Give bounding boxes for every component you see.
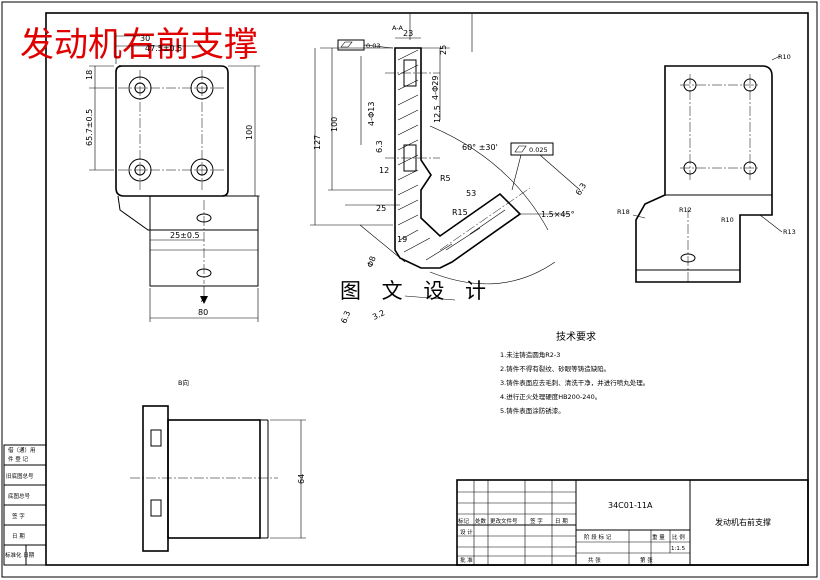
s-dim-6-3: 6.3 (375, 140, 384, 153)
view-b-label: B向 (178, 378, 189, 387)
dim-25: 25±0.5 (170, 231, 200, 240)
s-dim-12-5: 12.5 (433, 105, 442, 123)
red-title: 发动机右前支撑 (20, 25, 258, 65)
s-dim-r5: R5 (440, 174, 451, 183)
side-view (632, 55, 783, 283)
s-dim-4-29: 4-Φ29 (431, 76, 440, 100)
s-dim-phi8: Φ8 (365, 255, 377, 269)
s-dim-127: 127 (313, 135, 322, 150)
side-sign: 签 字 (12, 512, 25, 520)
side-std: 标准化 日期 (5, 551, 35, 559)
side-r12: R12 (679, 206, 692, 214)
left-sidebar (3, 444, 47, 566)
tb-date: 日 期 (555, 518, 568, 525)
title-block (456, 479, 809, 566)
req-2: 2.铸件不得有裂纹、砂眼等铸造缺陷。 (500, 364, 610, 373)
tb-scale-val: 1:1.5 (671, 546, 686, 552)
inner-frame (45, 12, 809, 566)
technical-requirements: 技术要求 1.未注铸造圆角R2-3 2.铸件不得有裂纹、砂眼等铸造缺陷。 3.铸… (500, 330, 649, 415)
tb-mark: 标记 (458, 517, 470, 525)
tb-scale: 比 例 (672, 533, 685, 541)
req-4: 4.进行正火处理硬度HB200-240。 (500, 392, 601, 401)
dim-65-7: 65.7±0.5 (85, 109, 94, 146)
req-1: 1.未注铸造圆角R2-3 (500, 350, 560, 359)
side-dengji: 件 登 记 (8, 455, 28, 463)
b-dim-64: 64 (297, 474, 306, 484)
tb-sheet: 第 张 (640, 556, 653, 564)
s-dim-19: 19 (397, 235, 407, 244)
req-5: 5.铸件表面涂防锈漆。 (500, 406, 565, 415)
s-dim-53: 53 (466, 189, 476, 198)
dim-47-5: 47.5±0.5 (145, 44, 182, 53)
dim-80: 80 (198, 308, 208, 317)
section-label: A-A (392, 24, 404, 32)
s-dim-60deg: 60° ±30' (462, 143, 498, 152)
s-dim-25b: 25 (376, 204, 386, 213)
side-old-no: 旧底图总号 (6, 472, 34, 480)
dim-30: 30 (140, 34, 150, 43)
s-dim-6-3b: 6.3 (574, 181, 588, 197)
side-r10b: R10 (721, 216, 734, 224)
drawing-number: 34C01-11A (608, 501, 653, 510)
mounting-holes (128, 76, 214, 182)
tb-sign: 签 字 (530, 517, 543, 525)
tb-count: 处数 (475, 517, 487, 525)
s-dim-23: 23 (403, 29, 413, 38)
side-r13: R13 (783, 228, 796, 236)
requirements-title: 技术要求 (556, 330, 596, 343)
section-view: A-A (310, 14, 581, 301)
s-dim-100: 100 (330, 117, 339, 132)
front-view (89, 33, 260, 322)
s-dim-6-3c: 6.3 (339, 310, 352, 325)
tb-weight: 重 量 (652, 533, 665, 541)
side-r18: R18 (617, 208, 630, 216)
tb-approve: 批 准 (460, 556, 473, 564)
tb-changefile: 更改文件号 (490, 517, 518, 525)
arrow-a-label: A (201, 296, 206, 304)
dim-100: 100 (245, 125, 254, 140)
watermark: 图 文 设 计 (340, 279, 493, 303)
s-dim-25: 25 (439, 45, 448, 55)
tb-design: 设 计 (460, 528, 473, 536)
side-date: 日 期 (12, 533, 25, 540)
tol-right: 0.025 (529, 146, 548, 154)
tb-stage: 阶 段 标 记 (584, 533, 612, 541)
s-dim-3-2: 3.2 (371, 308, 386, 322)
s-dim-chamfer: 1.5×45° (541, 210, 575, 219)
tol-left: 0.03 (366, 42, 380, 50)
tb-sheets-total: 共 张 (588, 556, 601, 564)
s-dim-r15: R15 (452, 208, 468, 217)
dim-18: 18 (85, 70, 94, 80)
part-name: 发动机右前支撑 (715, 517, 771, 527)
req-3: 3.铸件表面应去毛刺、清洗干净，并进行喷丸处理。 (500, 378, 649, 387)
s-dim-4-13: 4-Φ13 (367, 102, 376, 126)
side-base-no: 底图总号 (8, 492, 31, 500)
side-r10: R10 (778, 53, 791, 61)
view-b (130, 405, 306, 552)
s-dim-12: 12 (379, 166, 389, 175)
side-jieyong: 借（通）用 (8, 446, 36, 454)
